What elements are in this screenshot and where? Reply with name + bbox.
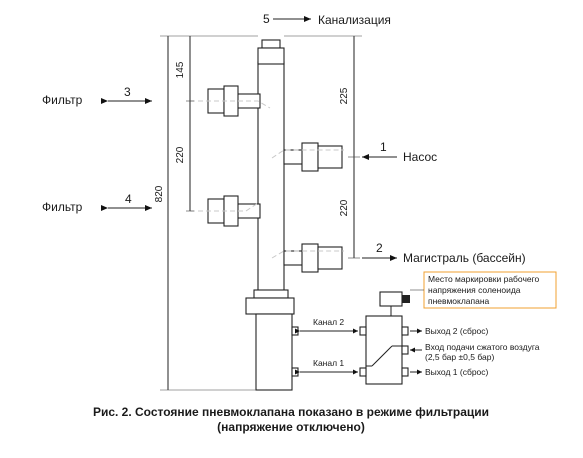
channel-1-label: Канал 1 [313, 358, 344, 368]
port-3-label: Фильтр [42, 93, 83, 107]
flow-line-bottom-left [190, 202, 259, 212]
figure-caption-line-1: Рис. 2. Состояние пневмоклапана показано… [93, 405, 489, 419]
port-3-number: 3 [124, 85, 131, 99]
dim-220-right: 220 [339, 199, 350, 216]
port-1-number: 1 [380, 140, 387, 154]
lower-nut [253, 289, 289, 299]
right-fitting-main [317, 246, 343, 270]
right-nut-main [301, 243, 319, 273]
flow-line-top-left [190, 100, 271, 109]
valve-body [255, 313, 293, 391]
lower-flange [245, 297, 295, 315]
top-fitting [257, 47, 285, 65]
top-fitting-nut [261, 39, 281, 49]
marking-note-box [423, 271, 557, 309]
solenoid-coil [379, 291, 403, 307]
solenoid-connector [402, 295, 410, 303]
port-1-label: Насос [403, 150, 437, 164]
main-pipe [257, 61, 285, 301]
marking-note-line-3: пневмоклапана [428, 296, 490, 306]
dim-220-left: 220 [175, 146, 186, 163]
channel-2-label: Канал 2 [313, 317, 344, 327]
port-2-number: 2 [376, 241, 383, 255]
dim-225: 225 [339, 87, 350, 104]
solenoid-valve [291, 291, 410, 385]
flow-line-pump [271, 149, 344, 159]
marking-note-line-1: Место маркировки рабочего [428, 274, 540, 284]
port-4-number: 4 [125, 192, 132, 206]
dim-145: 145 [175, 61, 186, 78]
figure-caption-line-2: (напряжение отключено) [217, 420, 365, 434]
manifold [190, 39, 344, 391]
valve-spool-line [371, 345, 393, 367]
dim-820: 820 [154, 185, 165, 202]
outlet-1-label: Выход 1 (сброс) [425, 367, 489, 377]
air-inlet-label-1: Вход подачи сжатого воздуга [425, 342, 540, 352]
valve-block [365, 315, 403, 385]
port-4-label: Фильтр [42, 200, 83, 214]
air-inlet-label-2: (2,5 бар ±0,5 бар) [425, 352, 494, 362]
port-5-label: Канализация [318, 13, 391, 27]
marking-note-line-2: напряжения соленоида [428, 285, 521, 295]
outlet-2-label: Выход 2 (сброс) [425, 326, 489, 336]
port-5-number: 5 [263, 12, 270, 26]
right-fitting-pump [317, 145, 343, 169]
dimension-lines [160, 35, 362, 391]
flow-line-main [271, 250, 344, 259]
port-2-label: Магистраль (бассейн) [403, 251, 526, 265]
right-nut-pump [301, 142, 319, 172]
